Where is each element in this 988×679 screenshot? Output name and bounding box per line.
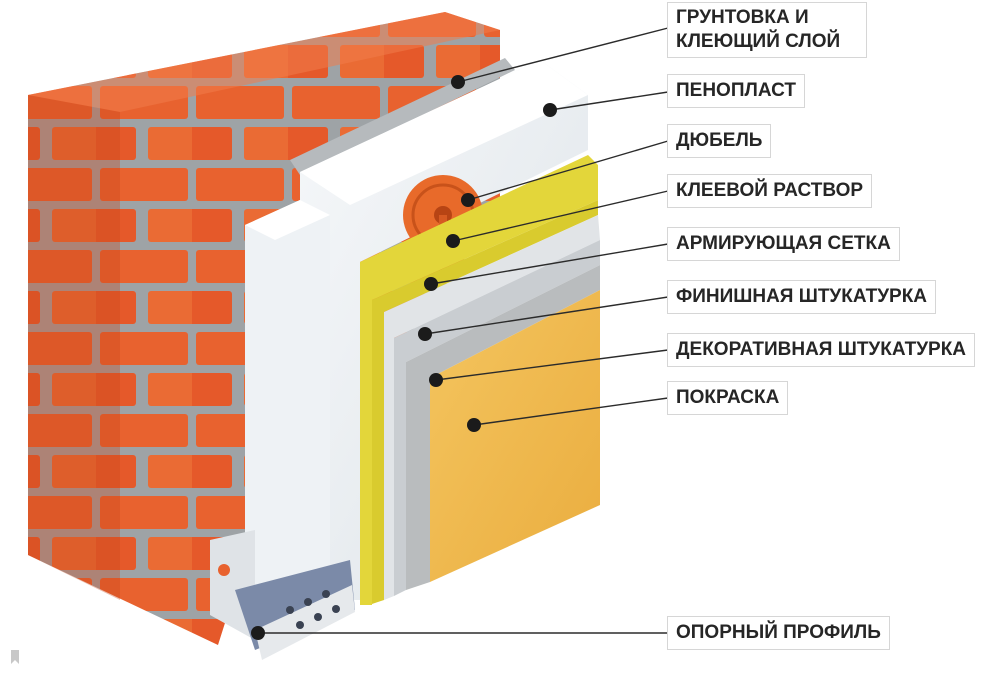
label-dowel: ДЮБЕЛЬ xyxy=(667,124,772,158)
label-paint: ПОКРАСКА xyxy=(667,381,789,415)
leader-dots xyxy=(251,75,557,640)
paint-layer xyxy=(430,290,600,582)
decor-layer xyxy=(406,265,600,590)
leader-lines xyxy=(258,27,669,634)
mesh-layer xyxy=(384,215,600,600)
label-mesh: АРМИРУЮЩАЯ СЕТКА xyxy=(667,227,900,261)
label-foam: ПЕНОПЛАСТ xyxy=(667,74,805,108)
label-primer: ГРУНТОВКА И КЛЕЮЩИЙ СЛОЙ xyxy=(667,2,867,58)
finish-layer xyxy=(394,240,600,596)
foam-board xyxy=(245,60,588,620)
support-profile xyxy=(210,530,355,660)
label-glue: КЛЕЕВОЙ РАСТВОР xyxy=(667,174,873,208)
bookmark-icon[interactable] xyxy=(10,650,20,664)
label-finish: ФИНИШНАЯ ШТУКАТУРКА xyxy=(667,280,937,314)
label-decor: ДЕКОРАТИВНАЯ ШТУКАТУРКА xyxy=(667,333,976,367)
glue-layer xyxy=(360,155,598,605)
label-profile: ОПОРНЫЙ ПРОФИЛЬ xyxy=(667,616,890,650)
